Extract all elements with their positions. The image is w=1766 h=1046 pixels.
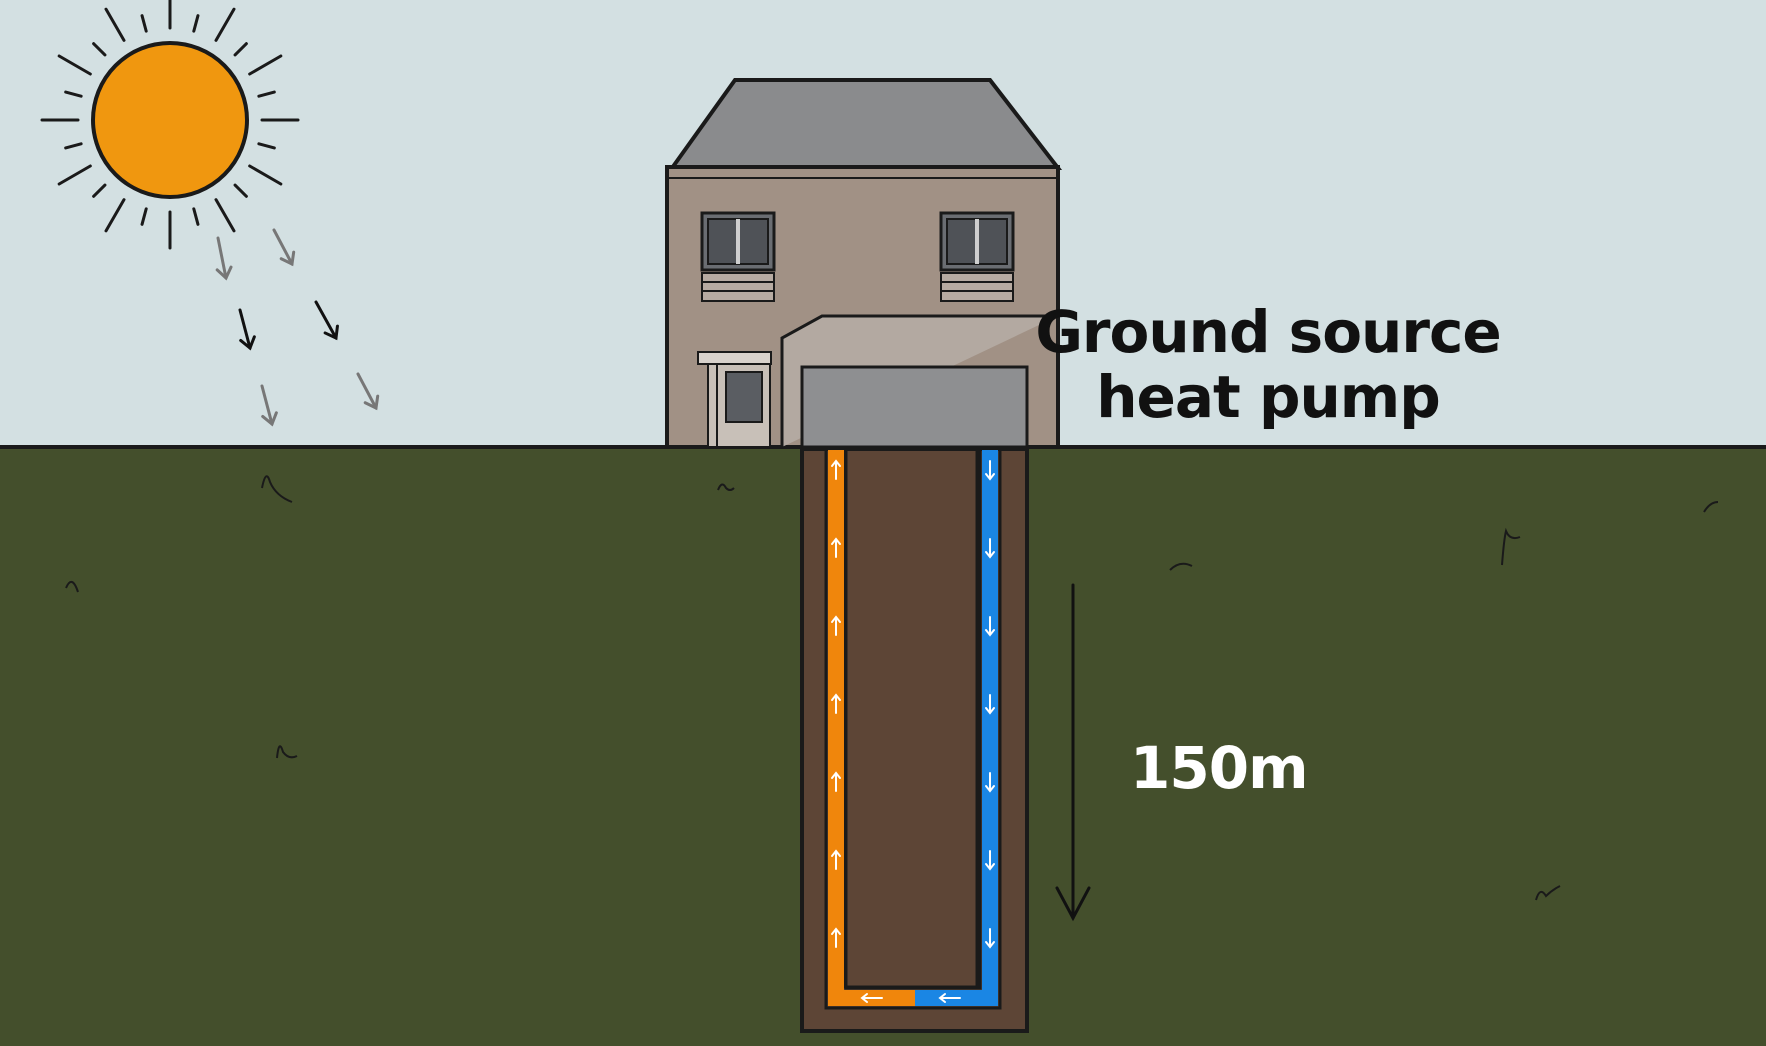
sun-ray [92,42,107,57]
arrow-icon [985,772,995,793]
title-line-2: heat pump [1096,363,1439,431]
arrow-down-icon [356,372,380,411]
sun-icon [40,0,300,250]
sun-ray [57,164,92,186]
window-left [700,211,776,302]
grass-tuft [65,581,79,593]
sun-ray [104,7,126,42]
arrow-icon [831,693,841,714]
arrow-icon [985,538,995,559]
grass-tuft [261,475,293,503]
arrow-icon [831,849,841,870]
arrow-down-icon [272,228,296,267]
sun-ray [64,142,83,150]
arrow-down-icon [215,236,233,281]
sun-ray [64,90,83,98]
flow-arrows [831,459,995,1003]
arrow-icon [985,616,995,637]
sun-ray [104,198,126,233]
arrow-icon [985,928,995,949]
sun-ray [257,142,276,150]
grass-tufts [65,475,1719,901]
sun-ray [192,14,200,33]
house [665,78,1063,449]
sun-ray [257,90,276,98]
sun-ray [233,183,248,198]
arrow-icon [831,927,841,948]
arrow-down-icon [238,308,256,351]
house-roof [668,78,1063,170]
arrow-icon [985,460,995,481]
arrow-icon [938,993,961,1003]
pipe-outline [824,450,1002,1010]
arrow-icon [985,694,995,715]
sun-ray [248,54,283,76]
sunlight-arrows [215,228,380,427]
front-door [697,351,772,448]
sun-ray [248,164,283,186]
arrow-icon [860,993,883,1003]
sun-ray [140,207,148,226]
sun-ray [140,14,148,33]
sun-ray [57,54,92,76]
grass-tuft [1703,501,1719,513]
arrow-icon [831,459,841,480]
sun-ray [214,198,236,233]
window-right [939,211,1015,302]
sun-ray [192,207,200,226]
garage-door [800,365,1029,449]
ground-loop-pipe [824,450,1002,1010]
grass-tuft [1501,527,1521,566]
arrow-down-icon [314,300,339,341]
depth-label: 150m [1130,734,1308,802]
arrow-down-icon [260,384,278,427]
sun-ray [92,183,107,198]
sun-ray [214,7,236,42]
grass-tuft [276,745,298,759]
arrow-icon [831,771,841,792]
depth-arrow [1055,583,1091,922]
grass-tuft [1535,885,1561,901]
title-line-1: Ground source [1035,298,1500,366]
pipe-outline-inner [844,450,982,990]
sun-ray [233,42,248,57]
arrow-icon [831,537,841,558]
grass-tuft [1169,562,1193,571]
arrow-icon [985,850,995,871]
arrow-icon [831,615,841,636]
grass-tuft [717,483,735,491]
